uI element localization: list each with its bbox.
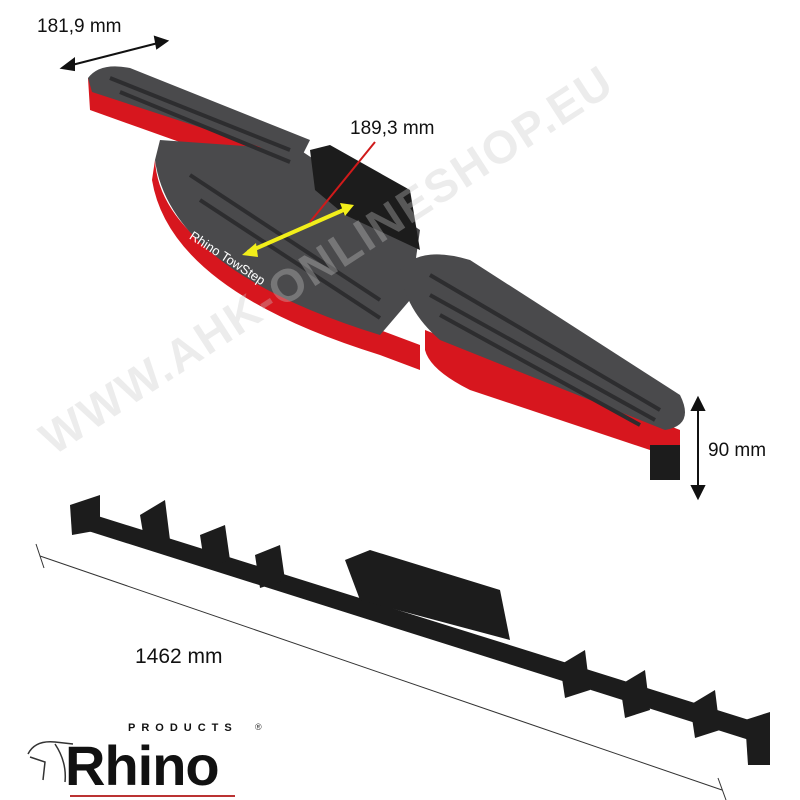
length-dimension-line	[35, 543, 727, 800]
depth-label: 189,3 mm	[350, 118, 435, 139]
width-label: 181,9 mm	[37, 16, 122, 37]
height-label: 90 mm	[708, 440, 767, 461]
length-label: 1462 mm	[135, 645, 223, 668]
mounting-rail	[70, 495, 770, 765]
depth-dimension-arrow	[242, 141, 376, 257]
width-dimension-arrow	[59, 35, 170, 72]
logo-word: Rhino	[65, 734, 220, 797]
mounting-bracket	[310, 145, 420, 250]
leader-line	[309, 141, 376, 223]
rhino-products-logo: PRODUCTS ® Rhino	[25, 722, 275, 798]
registered-mark: ®	[255, 722, 262, 732]
logo-subtitle: PRODUCTS	[128, 722, 238, 734]
logo-underline	[70, 795, 235, 797]
right-step	[400, 254, 685, 480]
rhino-icon	[27, 741, 74, 783]
height-dimension-arrow	[690, 395, 706, 501]
